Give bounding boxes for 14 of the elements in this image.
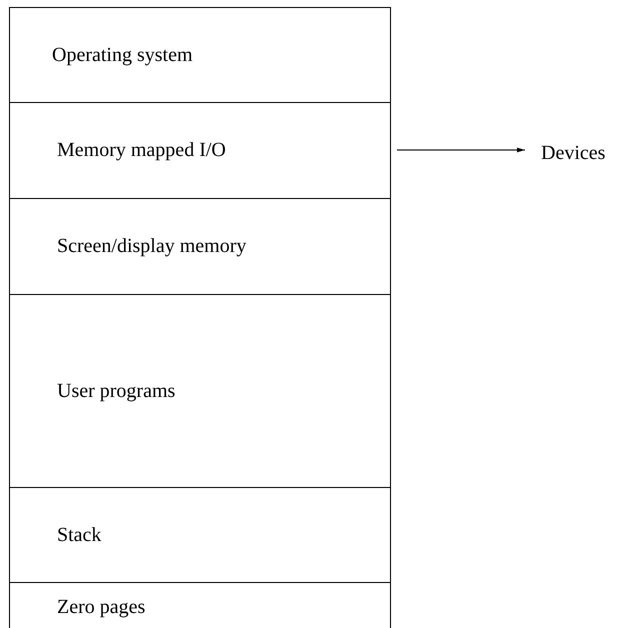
memory-region [9, 294, 391, 487]
memory-region [9, 582, 391, 628]
memory-region [9, 7, 391, 102]
arrow [396, 148, 526, 152]
band-label: Screen/display memory [57, 235, 246, 258]
memory-region [9, 198, 391, 294]
band-label: Memory mapped I/O [57, 139, 226, 162]
device-label: Devices [541, 142, 606, 164]
band-label: Stack [57, 524, 102, 546]
memory-region [9, 487, 391, 582]
band-label: User programs [57, 380, 176, 402]
memory-region [9, 102, 391, 198]
band-label: Operating system [52, 44, 193, 66]
band-label: Zero pages [57, 596, 146, 619]
